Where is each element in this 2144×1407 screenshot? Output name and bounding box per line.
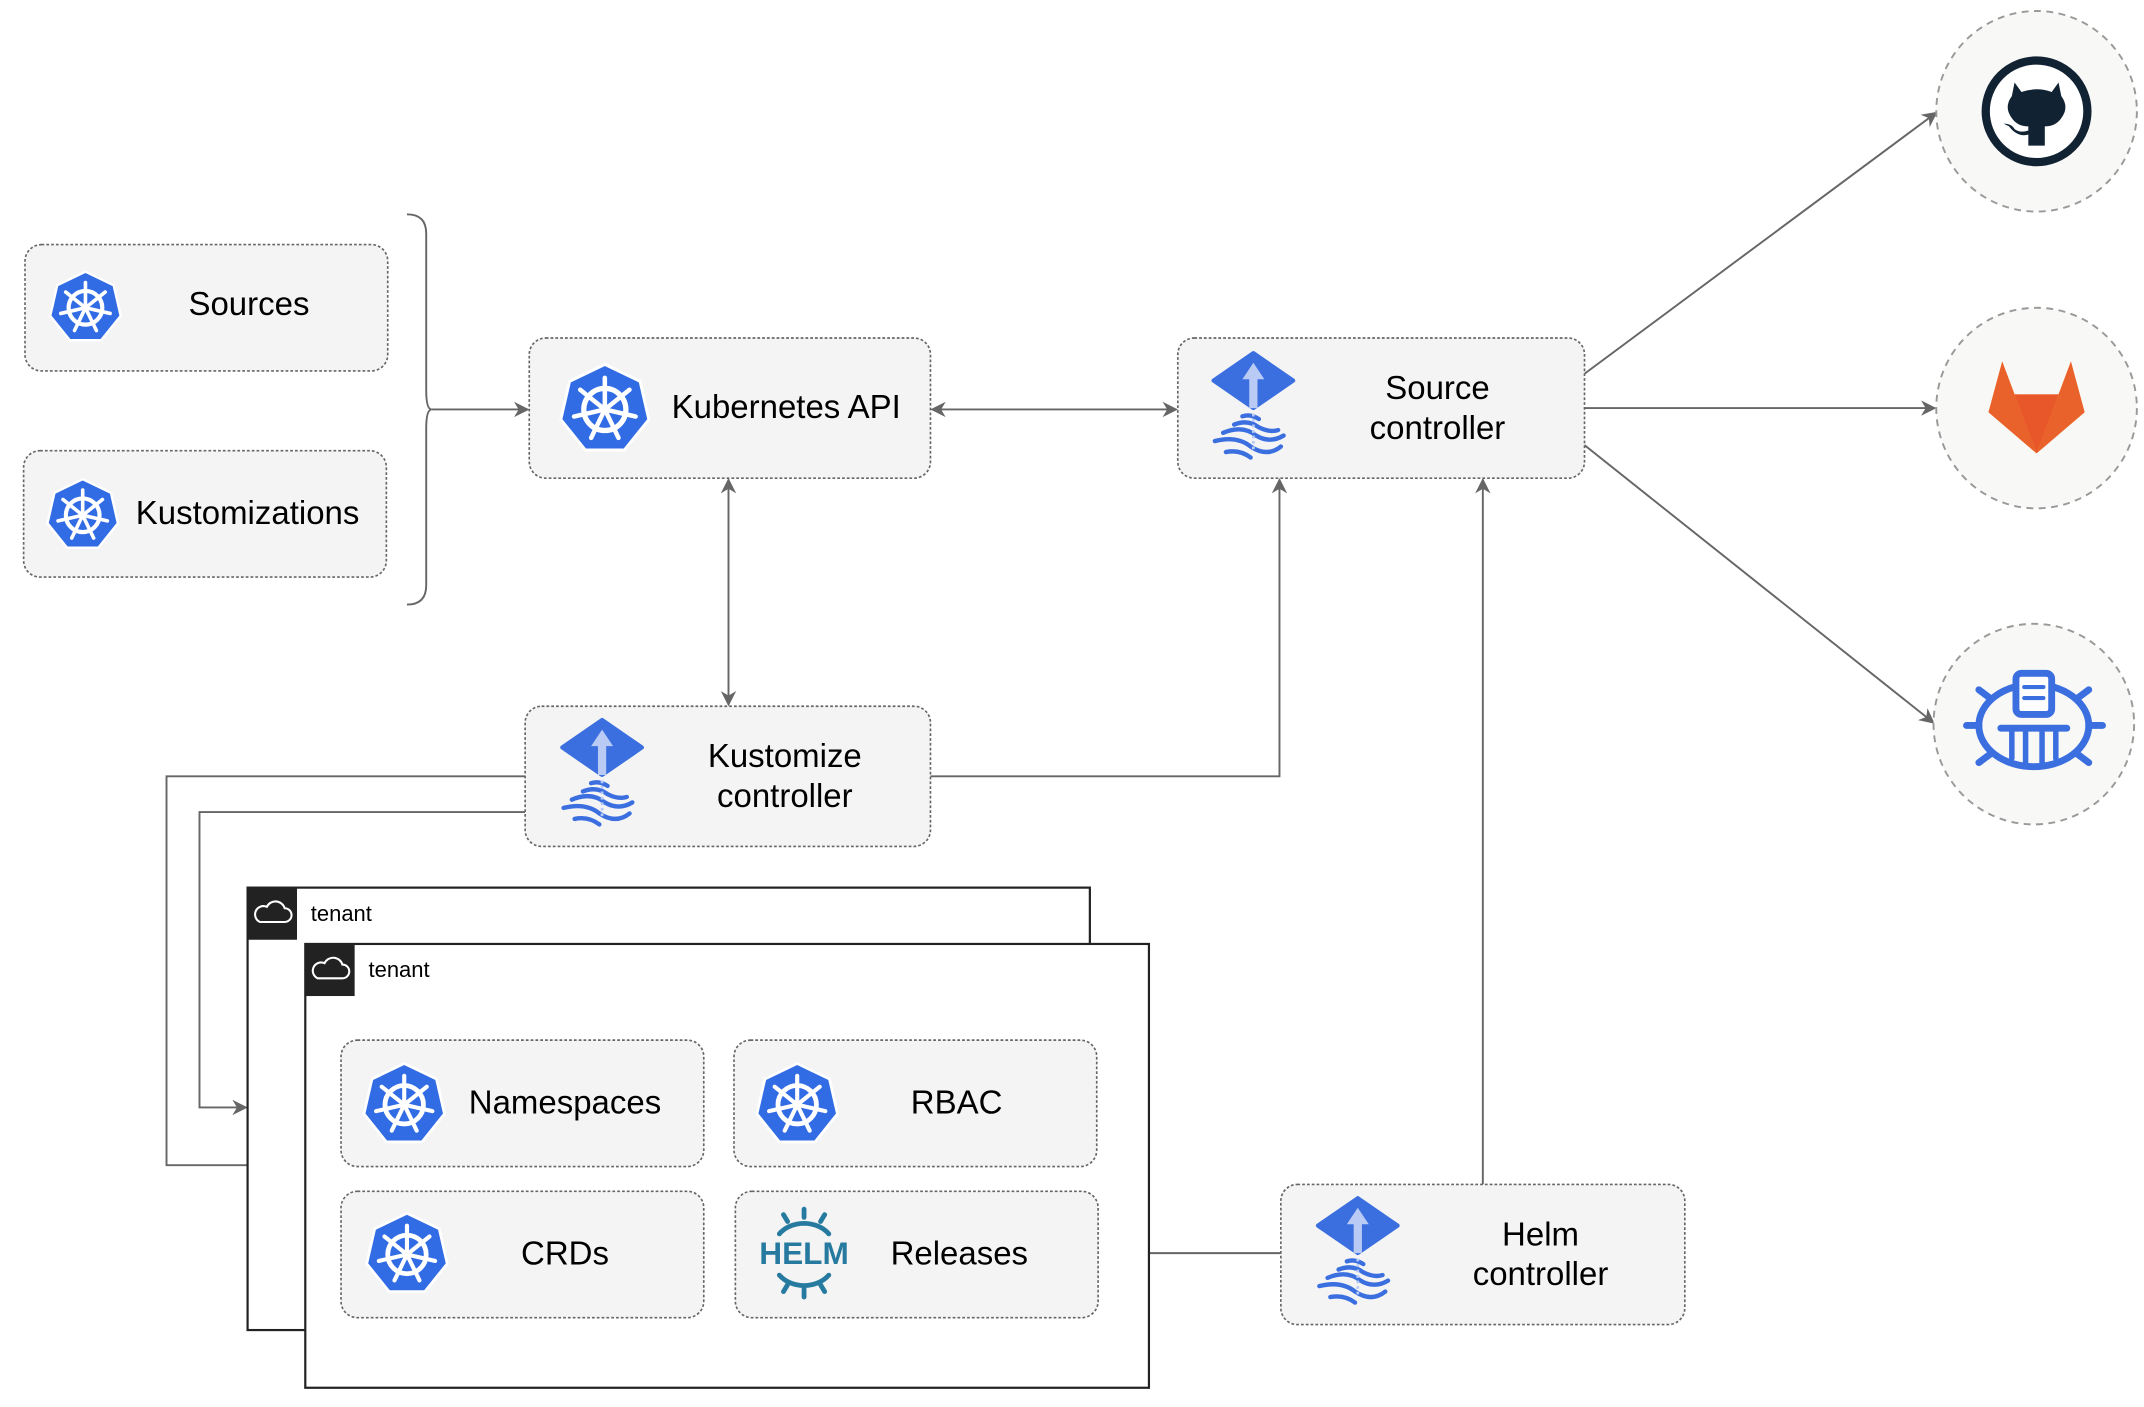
node-namespaces[interactable]: Namespaces [340, 1039, 705, 1168]
node-kustomize-controller[interactable]: Kustomize controller [524, 705, 932, 848]
helm-logo-text: HELM [759, 1235, 849, 1271]
edge-kustomize-controller-source-controller [930, 477, 1288, 778]
edges [165, 111, 1938, 1261]
kubernetes-api-label: Kubernetes API [672, 388, 901, 425]
tenant-label: tenant [369, 957, 430, 982]
helm-controller-label-line2: controller [1473, 1255, 1609, 1292]
node-rbac[interactable]: RBAC [733, 1039, 1098, 1168]
tenant-label: tenant [311, 901, 372, 926]
releases-label: Releases [891, 1235, 1028, 1272]
node-sources[interactable]: Sources [24, 243, 389, 372]
source-controller-label-line1: Source [1385, 369, 1489, 406]
edge-kustomize-controller-tenant-front [165, 775, 526, 1173]
node-helm-controller[interactable]: Helm controller [1280, 1183, 1686, 1326]
tenant-front[interactable]: tenant Namespaces RBAC CRDs [304, 942, 1151, 1389]
helm-icon: HELM [759, 1206, 849, 1300]
node-crds[interactable]: CRDs [340, 1190, 705, 1319]
node-kustomizations[interactable]: Kustomizations [22, 449, 388, 578]
kustomize-controller-label-line2: controller [717, 777, 853, 814]
helm-controller-label-line1: Helm [1502, 1215, 1579, 1252]
kustomizations-label: Kustomizations [136, 494, 360, 531]
external-gitlab[interactable] [1935, 306, 2138, 510]
rbac-label: RBAC [911, 1083, 1003, 1120]
crds-label: CRDs [521, 1235, 609, 1272]
cloud-icon [305, 943, 355, 997]
brace [406, 213, 432, 606]
namespaces-label: Namespaces [469, 1083, 661, 1120]
cloud-icon [247, 887, 298, 940]
github-icon [1981, 56, 2092, 167]
node-source-controller[interactable]: Source controller [1176, 337, 1586, 479]
edge-kustomize-controller-tenant-back [198, 811, 526, 1116]
helm-repository-icon [1963, 669, 2106, 771]
node-releases[interactable]: HELM Releases [734, 1190, 1099, 1319]
kustomize-controller-label-line1: Kustomize [708, 737, 862, 774]
node-kubernetes-api[interactable]: Kubernetes API [528, 337, 932, 479]
external-helm-repository[interactable] [1932, 622, 2136, 826]
sources-label: Sources [188, 285, 309, 322]
edge-source-controller-helm-repo [1583, 444, 1935, 724]
external-github[interactable] [1935, 10, 2138, 213]
gitlab-icon [1988, 361, 2085, 454]
edge-source-controller-github [1583, 111, 1938, 375]
source-controller-label-line2: controller [1370, 409, 1506, 446]
